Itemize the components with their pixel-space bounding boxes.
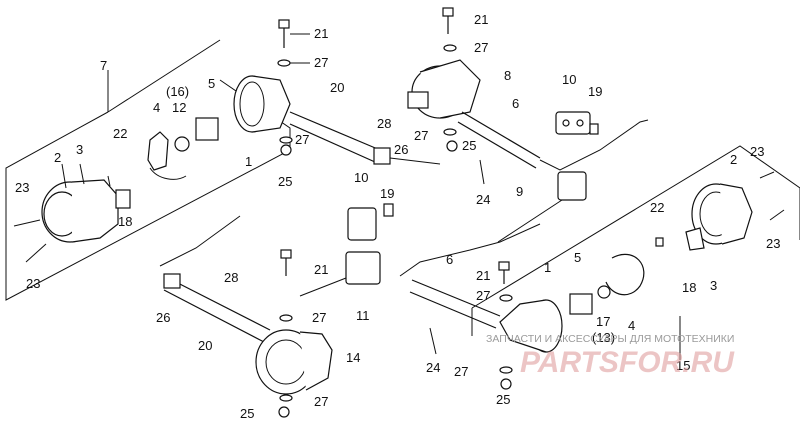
label-5a: 5 — [208, 76, 215, 91]
rear-right-lens — [407, 59, 481, 119]
label-6a: 6 — [512, 96, 519, 111]
label-2a: 2 — [54, 150, 61, 165]
bolt-top-left — [277, 19, 293, 156]
label-25c: 25 — [240, 406, 254, 421]
left-socket-assembly — [147, 117, 219, 180]
label-26a: 26 — [394, 142, 408, 157]
left-stalk — [289, 111, 441, 165]
label-18b: 18 — [682, 280, 696, 295]
right-stalk — [399, 223, 541, 329]
label-1b: 1 — [544, 260, 551, 275]
label-27d: 27 — [414, 128, 428, 143]
bolt-bottom-left — [278, 249, 293, 418]
label-1a: 1 — [245, 154, 252, 169]
label-15: 15 — [676, 358, 690, 373]
left-lens-assembly — [41, 179, 131, 243]
label-20b: 20 — [198, 338, 212, 353]
label-3a: 3 — [76, 142, 83, 157]
left-housing — [233, 75, 291, 133]
right-housing — [499, 299, 563, 353]
right-socket-assembly — [569, 237, 664, 315]
rear-right-stalk — [457, 111, 649, 171]
label-10b: 10 — [354, 170, 368, 185]
label-21b: 21 — [474, 12, 488, 27]
label-7: 7 — [100, 58, 107, 73]
label-21a: 21 — [314, 26, 328, 41]
label-27g: 27 — [476, 288, 490, 303]
label-26b: 26 — [156, 310, 170, 325]
middle-plate-10 — [347, 203, 394, 241]
label-27b: 27 — [295, 132, 309, 147]
label-16: (16) — [166, 84, 189, 99]
label-27e: 27 — [312, 310, 326, 325]
label-9: 9 — [516, 184, 523, 199]
label-18a: 18 — [118, 214, 132, 229]
label-3b: 3 — [710, 278, 717, 293]
label-2b: 2 — [730, 152, 737, 167]
watermark: ЗАПЧАСТИ И АКСЕССУАРЫ ДЛЯ МОТОТЕХНИКИ PA… — [486, 333, 735, 379]
label-11: 11 — [356, 308, 370, 323]
bolt-top-right — [442, 7, 458, 152]
label-21c: 21 — [314, 262, 328, 277]
label-23d: 23 — [766, 236, 780, 251]
label-14: 14 — [346, 350, 360, 365]
bottom-left-stalk — [159, 215, 271, 343]
bolt-bottom-right — [498, 261, 513, 390]
rear-right-plate-9 — [497, 171, 587, 243]
bottom-left-plate-11 — [299, 251, 381, 297]
label-27f: 27 — [314, 394, 328, 409]
label-4a: 4 — [153, 100, 160, 115]
watermark-logo: PARTSFOR.RU — [520, 346, 735, 379]
label-27c: 27 — [474, 40, 488, 55]
label-25d: 25 — [496, 392, 510, 407]
bottom-left-lens — [255, 329, 333, 395]
label-25a: 25 — [278, 174, 292, 189]
label-25b: 25 — [462, 138, 476, 153]
label-24b: 24 — [426, 360, 440, 375]
label-19a: 19 — [588, 84, 602, 99]
label-23a: 23 — [15, 180, 29, 195]
label-24a: 24 — [476, 192, 490, 207]
label-22b: 22 — [650, 200, 664, 215]
label-6b: 6 — [446, 252, 453, 267]
label-28a: 28 — [377, 116, 391, 131]
label-23b: 23 — [26, 276, 40, 291]
label-22a: 22 — [113, 126, 127, 141]
right-front-group — [471, 145, 800, 360]
label-4b: 4 — [628, 318, 635, 333]
callout-labels: 7 (16) 4 12 5 22 2 3 23 18 23 1 20 21 27… — [15, 12, 780, 421]
watermark-text: ЗАПЧАСТИ И АКСЕССУАРЫ ДЛЯ МОТОТЕХНИКИ — [486, 333, 734, 345]
right-lens-assembly — [685, 183, 753, 251]
label-17: 17 — [596, 314, 610, 329]
label-23c: 23 — [750, 144, 764, 159]
label-21d: 21 — [476, 268, 490, 283]
label-19b: 19 — [380, 186, 394, 201]
label-12: 12 — [172, 100, 186, 115]
label-10a: 10 — [562, 72, 576, 87]
label-13: (13) — [592, 330, 615, 345]
label-28b: 28 — [224, 270, 238, 285]
rear-right-plate-10 — [555, 111, 599, 135]
label-8: 8 — [504, 68, 511, 83]
label-27h: 27 — [454, 364, 468, 379]
label-27a: 27 — [314, 55, 328, 70]
label-5b: 5 — [574, 250, 581, 265]
label-20a: 20 — [330, 80, 344, 95]
